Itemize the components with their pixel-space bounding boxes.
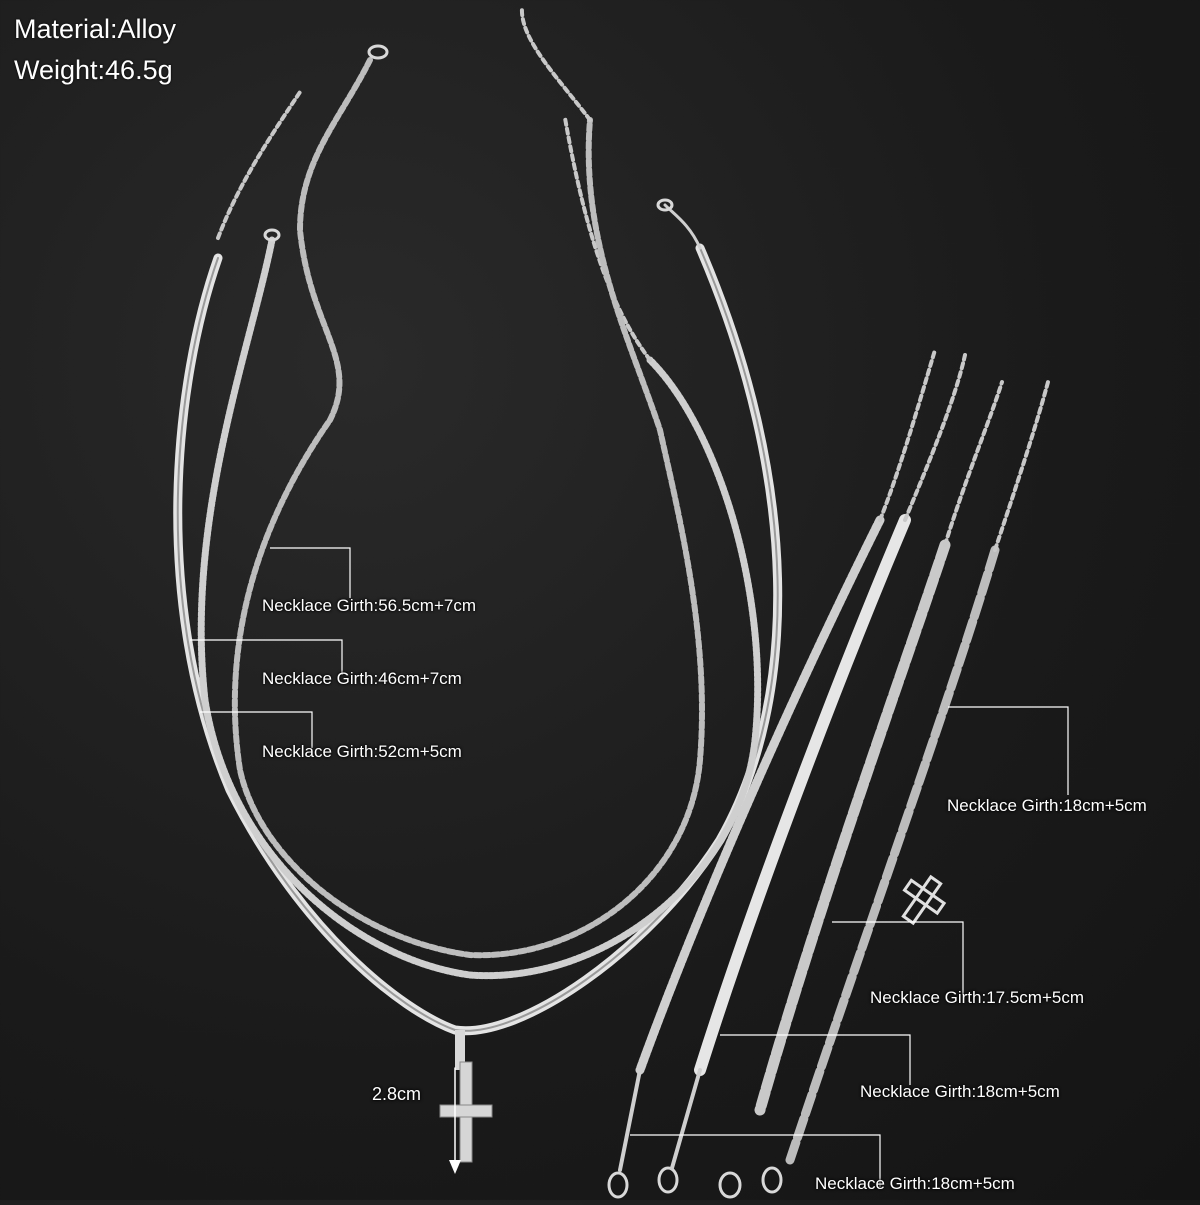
weight-text: Weight:46.5g (14, 55, 173, 85)
bracelets-group (607, 348, 1050, 1199)
necklace-girth-label-2: Necklace Girth:46cm+7cm (262, 669, 462, 688)
rope-bracelet (635, 515, 885, 1075)
material-text: Material:Alloy (14, 14, 177, 44)
bracelet-girth-label-4: Necklace Girth:18cm+5cm (815, 1174, 1015, 1193)
necklace-girth-label-1: Necklace Girth:56.5cm+7cm (262, 596, 476, 615)
snake-bracelet (694, 514, 911, 1076)
curb-chain-necklace (231, 57, 705, 959)
bracelet-girth-label-2: Necklace Girth:17.5cm+5cm (870, 988, 1084, 1007)
necklace-girth-label-3: Necklace Girth:52cm+5cm (262, 742, 462, 761)
rope-chain-necklace (197, 236, 762, 980)
pendant-size-label: 2.8cm (372, 1084, 422, 1104)
cross-pendant (439, 1030, 493, 1163)
snake-chain-necklace (173, 243, 783, 1036)
leader-lines (190, 547, 1069, 1187)
hollow-cross-charm (901, 874, 947, 926)
figaro-bracelet (754, 539, 951, 1116)
necklaces-group (173, 6, 783, 1174)
bracelet-girth-label-1: Necklace Girth:18cm+5cm (947, 796, 1147, 815)
bracelet-girth-label-3: Necklace Girth:18cm+5cm (860, 1082, 1060, 1101)
paperclip-bracelet (785, 545, 1000, 1165)
